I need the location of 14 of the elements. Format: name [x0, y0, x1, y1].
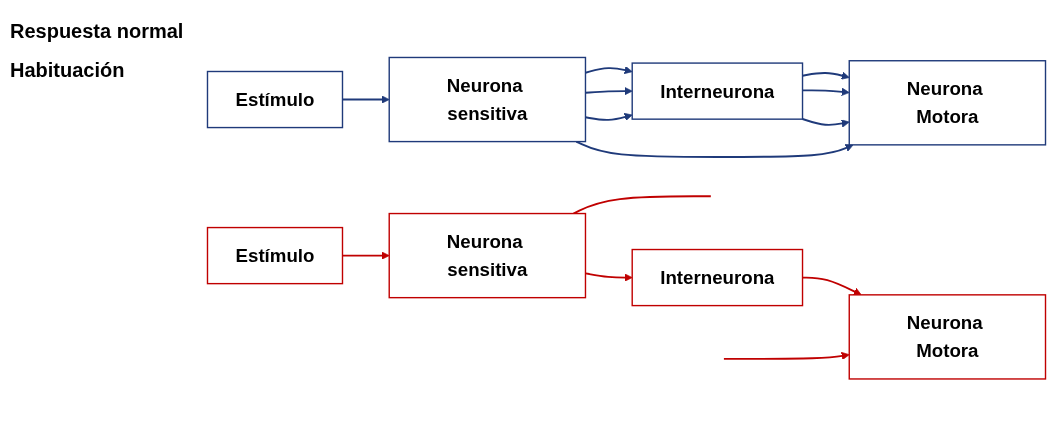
connector [572, 195, 712, 215]
node-box: Neurona sensitiva [388, 56, 587, 143]
arrow [801, 117, 850, 128]
section-heading: Habituación [10, 59, 126, 82]
node-box: Neurona Motora [848, 293, 1047, 380]
arrow [575, 140, 854, 158]
node-box: Neurona sensitiva [388, 212, 587, 299]
section-heading: Respuesta normal [10, 20, 185, 43]
arrow [722, 351, 850, 360]
node-box: Interneurona [631, 248, 804, 307]
node-box: Interneurona [631, 62, 804, 120]
node-box: Estímulo [206, 226, 344, 285]
node-box: Neurona Motora [848, 59, 1047, 146]
node-box: Estímulo [206, 70, 344, 129]
